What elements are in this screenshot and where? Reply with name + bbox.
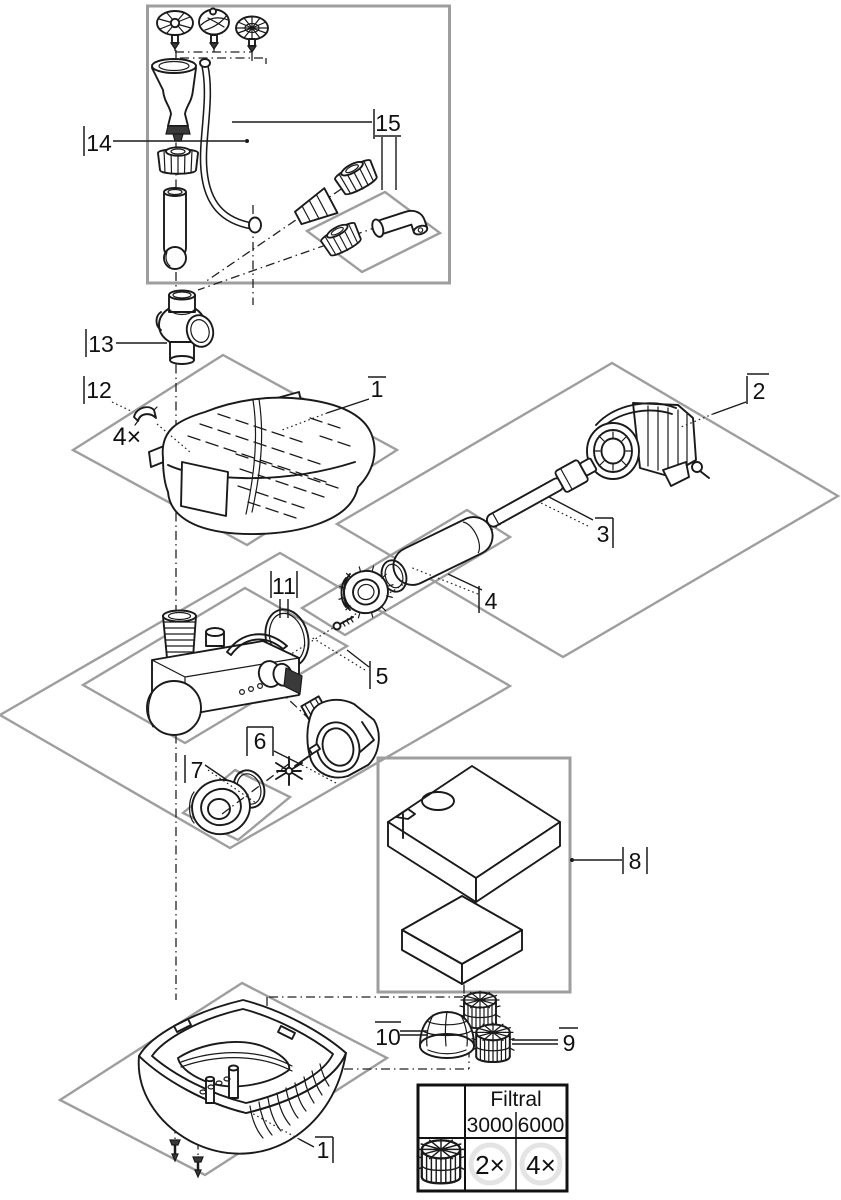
fountain-kit-frame — [146, 4, 451, 285]
bio-cylinder-front-drawing — [471, 1022, 515, 1064]
assembly-axes — [174, 42, 623, 1155]
adapter-axis-1 — [204, 167, 373, 283]
callout-1-top: 1 — [281, 376, 386, 431]
nozzle-head-cross-drawing — [156, 10, 194, 51]
callout-14: 14 — [83, 126, 249, 156]
table-qty-6000: 4× — [526, 1150, 556, 1180]
quartz-tube-drawing — [392, 516, 494, 586]
hose-tail-drawing — [293, 187, 339, 226]
filter-foam-top-drawing — [387, 765, 561, 903]
pump-cover-axis — [221, 762, 291, 815]
part-label-11: 11 — [272, 573, 296, 599]
table-qty-3000: 2× — [475, 1150, 505, 1180]
callout-1-bottom: 1 — [247, 1110, 334, 1163]
part-label-14: 14 — [86, 130, 112, 156]
part-label-1-bottom: 1 — [317, 1137, 330, 1163]
part-label-15: 15 — [375, 110, 401, 136]
pump-housing-drawing — [146, 609, 303, 736]
clip-quantity-label: 4× — [113, 423, 142, 451]
impeller-drawing — [275, 743, 321, 786]
callouts: 14 15 13 12 4× 1 2 — [83, 109, 769, 1163]
adapter-nut-1-drawing — [331, 154, 382, 200]
part-label-3: 3 — [597, 521, 610, 547]
callout-12: 12 4× — [83, 376, 191, 453]
bio-cylinder-icon — [415, 1137, 467, 1185]
callout-4: 4 — [409, 566, 498, 614]
part-label-13: 13 — [88, 331, 114, 357]
part-label-2: 2 — [753, 378, 766, 404]
callout-8: 8 — [570, 847, 648, 874]
foam-frame — [376, 756, 572, 994]
nozzle-head-tulip-drawing — [198, 7, 230, 51]
bio-ball-drawing — [419, 1011, 475, 1059]
part-label-1-top: 1 — [371, 376, 384, 402]
pump-cover-drawing — [188, 778, 251, 836]
callout-10: 10 — [375, 1021, 428, 1050]
callout-9: 9 — [512, 1027, 578, 1056]
nozzle-body-drawing — [151, 58, 197, 142]
part-label-7: 7 — [191, 757, 204, 783]
part-label-12: 12 — [86, 377, 112, 403]
part-label-5: 5 — [376, 663, 389, 689]
callout-7: 7 — [184, 755, 257, 804]
callout-5: 5 — [310, 636, 389, 689]
container-drawing — [137, 999, 347, 1155]
uvc-unit-drawing — [586, 402, 710, 487]
screw-drawing — [332, 616, 354, 631]
hose-drawing — [199, 58, 262, 234]
parts — [133, 7, 710, 1179]
filter-cover-drawing — [148, 391, 376, 535]
part-label-6: 6 — [254, 728, 267, 754]
pump-outer-plane — [0, 551, 513, 850]
adapter-nut-2-drawing — [317, 217, 366, 261]
table-col-3000: 3000 — [467, 1114, 514, 1137]
part-label-8: 8 — [629, 848, 642, 874]
telescopic-tube-drawing — [163, 187, 187, 270]
container-screws-drawing — [169, 1139, 204, 1179]
outlet-shell-drawing — [300, 695, 380, 779]
callout-11: 11 — [270, 571, 298, 618]
filter-foam-bottom-drawing — [401, 895, 523, 985]
uvc-plane — [334, 361, 841, 659]
callout-15: 15 — [232, 109, 401, 190]
part-label-4: 4 — [485, 588, 498, 614]
part-label-10: 10 — [375, 1024, 401, 1050]
table-col-6000: 6000 — [518, 1114, 565, 1137]
filtral-table: Filtral 3000 6000 2× 4× — [415, 1083, 569, 1193]
clamp-nut-drawing — [338, 565, 394, 619]
section-frames — [0, 4, 841, 1177]
callout-6: 6 — [246, 726, 337, 784]
cover-clip-drawing — [133, 406, 158, 426]
table-title: Filtral — [490, 1088, 541, 1111]
nozzle-head-gear-drawing — [235, 15, 269, 54]
callout-2: 2 — [680, 373, 769, 428]
part-label-9: 9 — [563, 1030, 576, 1056]
callout-3: 3 — [540, 496, 614, 548]
elbow-drawing — [371, 209, 429, 238]
container-plane — [57, 981, 390, 1177]
t-connector-drawing — [155, 289, 215, 365]
callout-13: 13 — [85, 329, 167, 357]
nozzle-union-nut-drawing — [157, 146, 199, 176]
uvc-lamp-drawing — [485, 457, 598, 528]
pump-plane — [80, 586, 350, 745]
